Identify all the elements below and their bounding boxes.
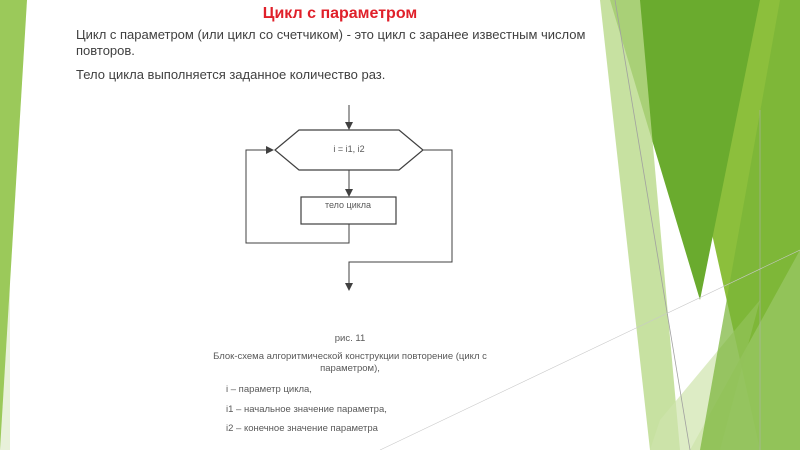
slide-title: Цикл с параметром: [262, 5, 418, 22]
edge-loop-back: [245, 146, 350, 244]
loop-body-label: тело цикла: [325, 200, 371, 210]
legend-item: i1 – начальное значение параметра,: [226, 404, 387, 415]
loop-header-label: i = i1, i2: [333, 144, 364, 154]
figure-caption: Блок-схема алгоритмической конструкции п…: [213, 351, 487, 374]
intro-paragraph: Цикл с параметром (или цикл со счетчиком…: [76, 27, 586, 58]
legend-item: i – параметр цикла,: [226, 384, 312, 395]
loop-body-rect: [300, 196, 397, 225]
edge-loop-exit: [345, 149, 453, 291]
body-paragraph: Тело цикла выполняется заданное количест…: [76, 67, 386, 82]
legend-item: i2 – конечное значение параметра: [226, 423, 378, 434]
figure-number: рис. 11: [334, 333, 366, 344]
